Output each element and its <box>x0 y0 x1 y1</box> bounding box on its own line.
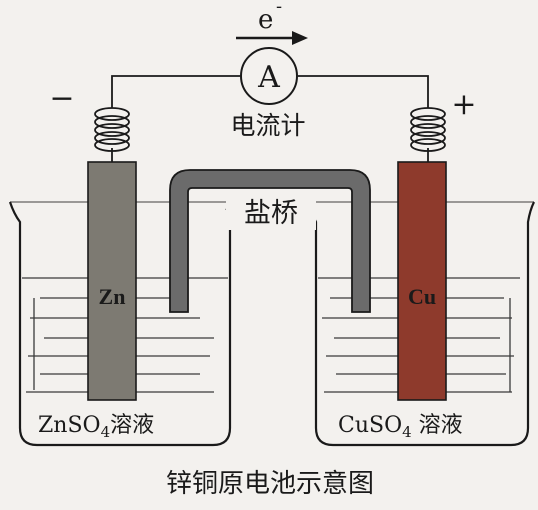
right-solution-subscript: 4 <box>402 423 412 441</box>
zinc-electrode <box>87 161 137 401</box>
copper-electrode <box>397 161 447 401</box>
ammeter-symbol: A <box>257 60 280 95</box>
ammeter-label: 电流计 <box>230 111 305 140</box>
copper-electrode-label: Cu <box>408 284 436 309</box>
salt-bridge-label: 盐桥 <box>244 198 298 229</box>
right-solution-suffix: 溶液 <box>412 413 463 438</box>
right-solution-lines <box>318 277 520 393</box>
positive-sign: + <box>451 87 476 122</box>
left-solution-label: ZnSO4溶液 <box>38 413 154 441</box>
zinc-electrode-label: Zn <box>99 284 126 309</box>
ammeter-circle <box>240 47 298 105</box>
diagram-caption: 锌铜原电池示意图 <box>166 469 374 499</box>
electron-flow-arrow <box>236 31 308 45</box>
negative-sign: − <box>49 81 74 116</box>
salt-bridge <box>169 169 371 313</box>
salt-bridge-label-bg <box>226 196 316 230</box>
electron-superscript: - <box>276 0 282 17</box>
left-solution-suffix: 溶液 <box>110 413 154 438</box>
left-coil <box>94 107 130 152</box>
right-solution-prefix: CuSO <box>338 413 402 438</box>
right-solution-label: CuSO4 溶液 <box>338 413 463 441</box>
right-coil <box>410 107 446 152</box>
left-solution-prefix: ZnSO <box>38 413 101 438</box>
electron-label: e <box>258 5 273 35</box>
left-solution-subscript: 4 <box>101 423 111 441</box>
